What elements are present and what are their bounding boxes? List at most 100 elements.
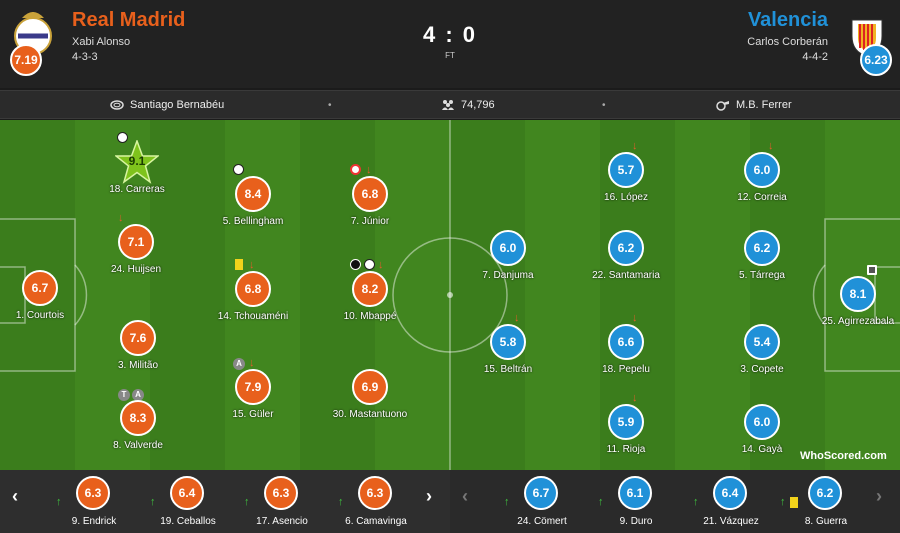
sub-guerra[interactable]: ↑ 6.2 8. Guerra (776, 476, 876, 531)
away-coach: Carlos Corberán (747, 36, 828, 48)
player-pepelu[interactable]: ↓ 6.6 18. Pepelu (576, 312, 676, 386)
player-rating: 5.9 (608, 404, 644, 440)
sub-vazquez[interactable]: ↑ 6.4 21. Vázquez (681, 476, 781, 531)
player-rating: 6.1 (618, 476, 652, 510)
away-subs-next-button[interactable]: › (876, 486, 882, 506)
player-mbappe[interactable]: ↓ 8.2 10. Mbappé (320, 259, 420, 333)
player-huijsen[interactable]: ↓ 7.1 24. Huijsen (86, 212, 186, 286)
home-subs-prev-button[interactable]: ‹ (12, 486, 18, 506)
player-rioja[interactable]: ↓ 5.9 11. Rioja (576, 392, 676, 466)
match-status: FT (445, 51, 455, 60)
player-rating: 6.0 (744, 152, 780, 188)
player-name: 17. Asencio (256, 516, 308, 527)
whoscored-logo-suffix: .com (861, 450, 887, 462)
player-junior[interactable]: ↓ 6.8 7. Júnior (320, 164, 420, 238)
match-score: 4 : 0 (422, 22, 478, 47)
player-name: 6. Camavinga (345, 516, 407, 527)
attendance-value: 74,796 (461, 99, 495, 111)
home-team-rating: 7.19 (10, 44, 42, 76)
goal-icon (364, 259, 375, 273)
player-bellingham[interactable]: 8.4 5. Bellingham (203, 164, 303, 238)
sub-asencio[interactable]: ↑ 6.3 17. Asencio (232, 476, 332, 531)
player-name: 14. Tchouaméni (217, 311, 289, 322)
home-subs-next-button[interactable]: › (426, 486, 432, 506)
player-rating: 6.3 (358, 476, 392, 510)
player-name: 8. Valverde (113, 440, 163, 451)
player-beltran[interactable]: ↓ 5.8 15. Beltrán (458, 312, 558, 386)
player-name: 3. Copete (740, 364, 784, 375)
separator-dot: • (602, 100, 606, 111)
player-rating: 9.1 (128, 154, 146, 168)
player-name: 8. Guerra (804, 516, 848, 527)
player-copete[interactable]: 5.4 3. Copete (712, 324, 812, 386)
player-tarrega[interactable]: 6.2 5. Tárrega (712, 230, 812, 292)
sub-on-arrow-icon: ↑ (504, 496, 510, 508)
player-rating: 6.0 (490, 230, 526, 266)
player-rating: 6.7 (22, 270, 58, 306)
player-danjuma[interactable]: 6.0 7. Danjuma (458, 230, 558, 292)
player-name: 7. Danjuma (482, 270, 534, 281)
player-name: 7. Júnior (350, 216, 390, 227)
sub-on-arrow-icon: ↑ (150, 496, 156, 508)
player-rating: 7.9 (235, 369, 271, 405)
player-rating: 6.0 (744, 404, 780, 440)
player-courtois[interactable]: 6.7 1. Courtois (0, 270, 90, 332)
sub-off-arrow-icon: ↓ (378, 259, 384, 271)
separator-dot: • (328, 100, 332, 111)
man-of-the-match-star-icon: 9.1 (113, 138, 161, 184)
sub-endrick[interactable]: ↑ 6.3 9. Endrick (44, 476, 144, 531)
whoscored-watermark: WhoScored.com (800, 450, 887, 462)
sub-duro[interactable]: ↑ 6.1 9. Duro (586, 476, 686, 531)
player-gaya[interactable]: 6.0 14. Gayà (712, 404, 812, 466)
pitch: 9.1 18. Carreras 8.4 5. Bellingham ↓ 6.8… (0, 120, 900, 470)
player-name: 1. Courtois (15, 310, 65, 321)
away-team-name[interactable]: Valencia (747, 9, 828, 31)
player-santamaria[interactable]: 6.2 22. Santamaria (576, 230, 676, 292)
player-rating: 6.6 (608, 324, 644, 360)
player-name: 5. Tárrega (739, 270, 785, 281)
player-rating: 6.9 (352, 369, 388, 405)
referee-info: M.B. Ferrer (716, 99, 792, 111)
player-mastantuono[interactable]: 6.9 30. Mastantuono (320, 369, 420, 431)
assist-icon: A (233, 357, 245, 370)
sub-off-arrow-icon: ↓ (768, 140, 774, 152)
player-name: 11. Rioja (606, 444, 646, 455)
player-carreras[interactable]: 9.1 18. Carreras (87, 132, 187, 206)
player-militao[interactable]: 7.6 3. Militão (88, 320, 188, 382)
player-guler[interactable]: A ↓ 7.9 15. Güler (203, 357, 303, 431)
sub-off-arrow-icon: ↓ (632, 312, 638, 324)
player-rating: 5.4 (744, 324, 780, 360)
sub-off-arrow-icon: ↓ (249, 357, 255, 369)
player-name: 3. Militão (117, 360, 158, 371)
sub-off-arrow-icon: ↓ (118, 212, 124, 224)
player-name: 15. Güler (232, 409, 274, 420)
player-name: 12. Correia (737, 192, 787, 203)
player-name: 30. Mastantuono (332, 409, 408, 420)
home-coach: Xabi Alonso (72, 36, 131, 48)
player-name: 9. Endrick (71, 516, 117, 527)
sub-ceballos[interactable]: ↑ 6.4 19. Ceballos (138, 476, 238, 531)
sub-comert[interactable]: ↑ 6.7 24. Cömert (492, 476, 592, 531)
player-agirrezabala[interactable]: 8.1 25. Agirrezabala (808, 265, 900, 338)
yellow-card-icon (790, 497, 798, 511)
stadium-icon (110, 100, 124, 110)
home-team-name[interactable]: Real Madrid (72, 9, 186, 31)
player-tchouameni[interactable]: ↓ 6.8 14. Tchouaméni (203, 259, 303, 333)
whistle-icon (716, 101, 729, 111)
stadium-name: Santiago Bernabéu (130, 99, 225, 111)
sub-camavinga[interactable]: ↑ 6.3 6. Camavinga (326, 476, 426, 531)
player-valverde[interactable]: T A 8.3 8. Valverde (88, 389, 188, 462)
player-rating: 6.3 (264, 476, 298, 510)
sub-on-arrow-icon: ↑ (338, 496, 344, 508)
attendance-icon (442, 100, 454, 110)
player-lopez[interactable]: ↓ 5.7 16. López (576, 140, 676, 214)
away-subs-prev-button[interactable]: ‹ (462, 486, 468, 506)
sub-off-arrow-icon: ↓ (366, 164, 372, 176)
player-name: 18. Carreras (109, 184, 165, 195)
player-correia[interactable]: ↓ 6.0 12. Correia (712, 140, 812, 214)
yellow-card-icon (235, 259, 243, 273)
sub-on-arrow-icon: ↑ (780, 496, 786, 508)
player-name: 24. Cömert (517, 516, 567, 527)
assist-icon: A (132, 388, 144, 401)
player-rating: 6.8 (352, 176, 388, 212)
